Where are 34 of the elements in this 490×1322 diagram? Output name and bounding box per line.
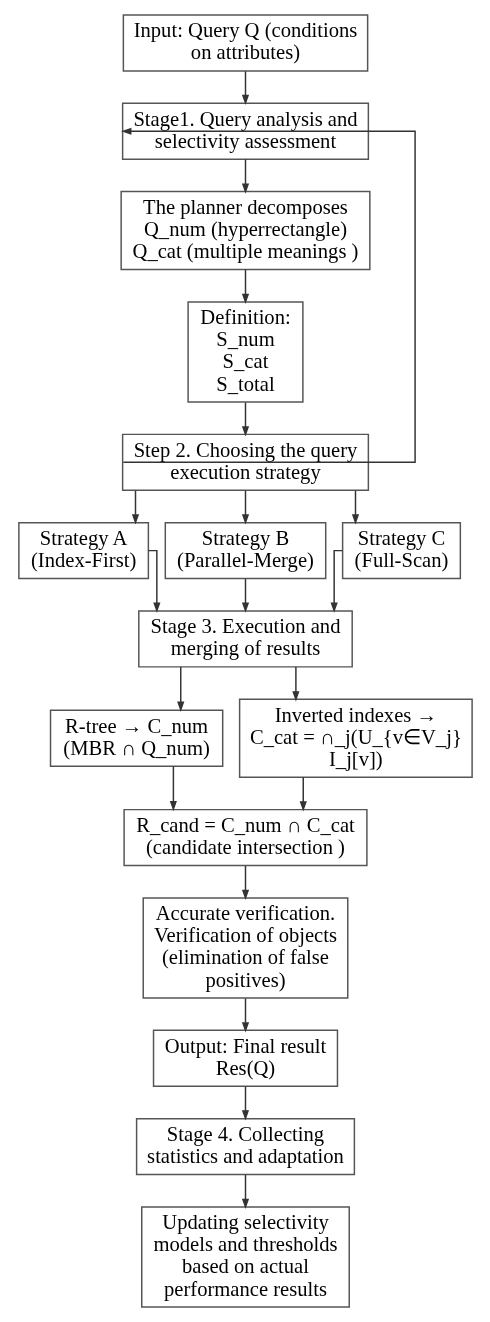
node-box: R_cand = C_num ∩ C_cat (candidate intersection ) bbox=[122, 808, 368, 867]
node-box: Strategy C (Full-Scan) bbox=[341, 521, 461, 580]
node-box: R-tree → C_num (MBR ∩ Q_num) bbox=[49, 709, 223, 767]
node-box: Stage 4. Collecting statistics and adaptation bbox=[135, 1117, 355, 1176]
arrow bbox=[241, 490, 249, 525]
arrow bbox=[241, 158, 249, 194]
arrow bbox=[330, 549, 343, 613]
node-box: Step 2. Choosing the query execution strategy bbox=[121, 433, 369, 492]
node-box: Output: Final result Res(Q) bbox=[152, 1029, 338, 1087]
arrow bbox=[176, 666, 184, 712]
node-box: Stage 3. Execution and merging of results bbox=[137, 610, 353, 668]
arrow bbox=[241, 401, 249, 437]
arrow bbox=[241, 865, 249, 900]
arrow bbox=[241, 997, 249, 1033]
node-box: The planner decomposes Q_num (hyperrectangle) Q_cat (multiple meanings ) bbox=[119, 190, 371, 271]
arrow bbox=[147, 549, 160, 613]
node-box: Input: Query Q (conditions on attributes) bbox=[122, 14, 368, 72]
node-box: Inverted indexes → C_cat = ∩_j(U_{v∈V_j} I_j[v]) bbox=[238, 698, 473, 778]
node-box: Definition: S_num S_cat S_total bbox=[186, 301, 304, 403]
node-box: Accurate verification. Verification of objects (elimination of false positives) bbox=[142, 897, 348, 999]
arrow bbox=[241, 1174, 249, 1210]
node-box: Strategy B (Parallel-Merge) bbox=[164, 521, 326, 580]
arrow bbox=[241, 578, 249, 613]
arrow bbox=[299, 776, 307, 812]
arrow bbox=[169, 765, 177, 812]
node-box: Strategy A (Index-First) bbox=[17, 521, 149, 580]
arrow bbox=[120, 127, 416, 464]
arrow bbox=[291, 666, 299, 702]
arrow bbox=[241, 268, 249, 305]
arrow bbox=[131, 490, 139, 525]
node-box: Updating selectivity models and thresholds based on actual performance results bbox=[140, 1206, 350, 1308]
arrow bbox=[241, 70, 249, 106]
arrow bbox=[241, 1086, 249, 1121]
arrow bbox=[351, 490, 359, 525]
